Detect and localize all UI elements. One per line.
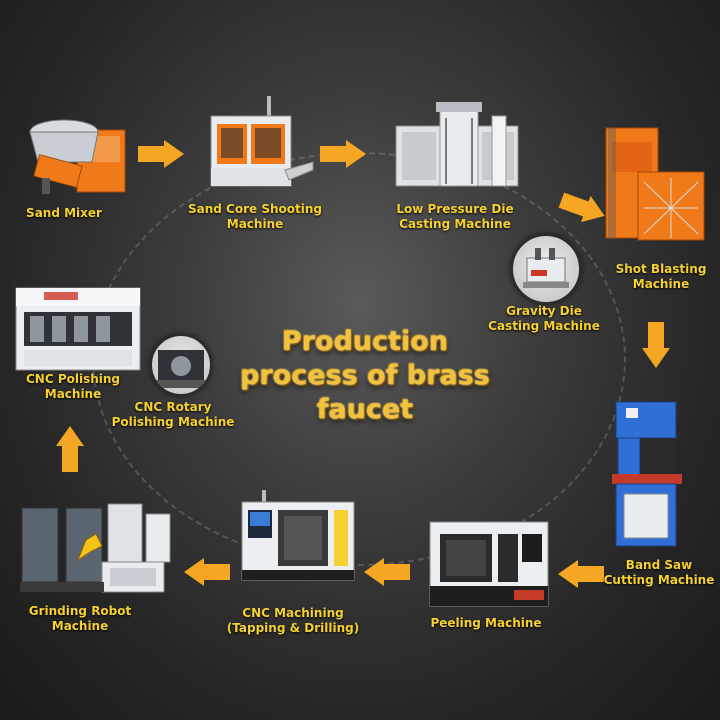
arrow-icon: [364, 558, 410, 586]
diagram-title: Production process of brass faucet: [200, 325, 530, 427]
band-saw-cutting-image: [612, 401, 682, 547]
cnc-machining-image: [241, 490, 355, 581]
step-label-sand-core-shooting: Sand Core Shooting Machine: [188, 202, 322, 231]
peeling-machine-image: [429, 521, 549, 607]
cnc-rotary-polishing-image: [150, 334, 212, 396]
step-label-shot-blasting: Shot Blasting Machine: [615, 262, 707, 291]
step-label-gravity-die-casting: Gravity Die Casting Machine: [488, 304, 600, 333]
cnc-polishing-image: [15, 287, 141, 371]
gravity-die-casting-image: [511, 234, 581, 304]
step-label-cnc-polishing: CNC Polishing Machine: [25, 372, 121, 401]
sand-core-shooting-image: [210, 96, 314, 187]
low-pressure-die-casting-image: [395, 102, 519, 187]
step-label-sand-mixer: Sand Mixer: [26, 206, 102, 220]
sand-mixer-image: [29, 119, 126, 194]
step-label-band-saw-cutting: Band Saw Cutting Machine: [603, 558, 715, 587]
step-label-cnc-machining: CNC Machining (Tapping & Drilling): [226, 606, 360, 635]
step-label-low-pressure-die-casting: Low Pressure Die Casting Machine: [396, 202, 514, 231]
step-label-grinding-robot: Grinding Robot Machine: [28, 604, 132, 633]
arrow-icon: [558, 192, 605, 223]
title-line-1: Production: [281, 326, 449, 357]
title-line-2: process of brass: [240, 360, 490, 391]
arrow-icon: [56, 426, 84, 472]
shot-blasting-image: [605, 127, 705, 241]
arrow-icon: [320, 140, 366, 168]
step-label-peeling-machine: Peeling Machine: [430, 616, 542, 630]
grinding-robot-image: [20, 503, 171, 593]
arrow-icon: [558, 560, 604, 588]
step-label-cnc-rotary-polishing: CNC Rotary Polishing Machine: [111, 400, 235, 429]
arrow-icon: [138, 140, 184, 168]
title-line-3: faucet: [316, 394, 414, 425]
arrow-icon: [642, 322, 670, 368]
arrow-icon: [184, 558, 230, 586]
